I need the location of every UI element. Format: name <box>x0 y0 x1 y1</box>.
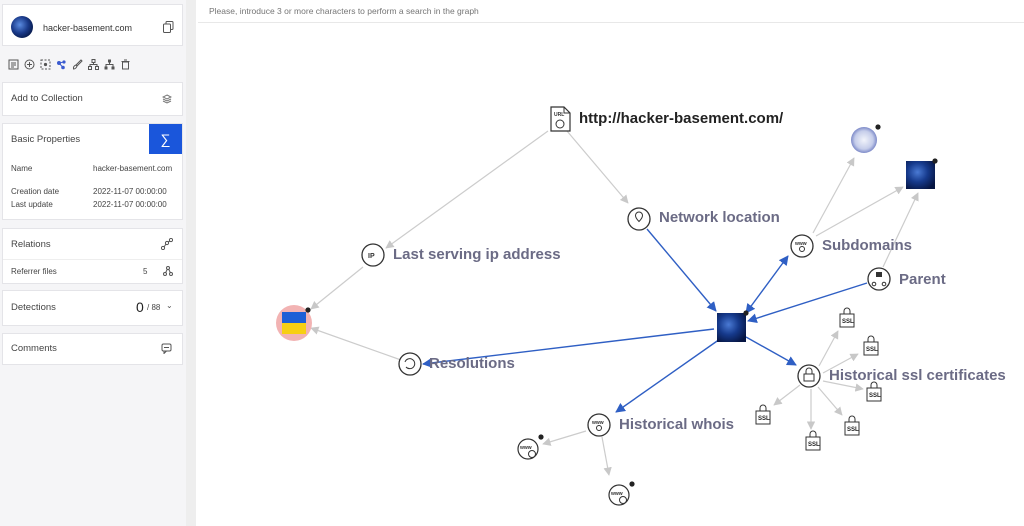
sidebar: hacker-basement.com Add to Collection Ba… <box>0 0 186 526</box>
prop-creation-key: Creation date <box>11 187 60 196</box>
svg-text:URL: URL <box>554 112 564 118</box>
ssl-badge: SSL <box>866 347 878 353</box>
ssl-cert-node[interactable]: SSL <box>863 335 879 356</box>
expand-relations-icon[interactable] <box>56 57 67 70</box>
referrer-files-label[interactable]: Referrer files <box>11 267 57 276</box>
delete-icon[interactable] <box>120 57 131 70</box>
ssl-cert-node[interactable]: SSL <box>805 430 821 451</box>
relations-title: Relations <box>11 239 51 250</box>
domain-name: hacker-basement.com <box>43 23 133 33</box>
ssl-cert-node[interactable]: SSL <box>839 307 855 328</box>
add-to-collection-button[interactable]: Add to Collection <box>2 82 183 116</box>
last-serving-ip-label: Last serving ip address <box>393 246 561 263</box>
historical-ssl-label: Historical ssl certificates <box>829 367 1006 384</box>
domain-header-card: hacker-basement.com <box>2 4 183 46</box>
ip-address-node[interactable] <box>276 305 312 341</box>
sigma-icon: ∑ <box>160 131 171 147</box>
prop-update-value: 2022-11-07 00:00:00 <box>93 200 167 209</box>
whois-record-node[interactable]: www <box>517 434 544 460</box>
brush-icon[interactable] <box>72 57 83 70</box>
action-toolbar <box>8 57 131 70</box>
historical-ssl-node[interactable]: Historical ssl certificates <box>797 364 1006 388</box>
summary-button[interactable]: ∑ <box>149 124 182 154</box>
parent-result-node[interactable] <box>906 158 938 189</box>
parent-label: Parent <box>899 271 946 288</box>
graph-edges <box>310 130 919 476</box>
relations-card: Relations Referrer files 5 <box>2 228 183 284</box>
chevron-down-icon[interactable]: ⌄ <box>166 301 173 310</box>
network-location-node[interactable]: Network location <box>627 207 780 231</box>
url-label: http://hacker-basement.com/ <box>579 110 784 127</box>
relations-graph-icon[interactable] <box>161 238 173 250</box>
ssl-badge: SSL <box>758 416 770 422</box>
graph-search-bar <box>198 0 1024 23</box>
prop-creation-value: 2022-11-07 00:00:00 <box>93 187 167 196</box>
ssl-badge: SSL <box>808 442 820 448</box>
url-node[interactable]: URL http://hacker-basement.com/ <box>550 106 784 132</box>
referrer-graph-icon[interactable] <box>163 266 173 276</box>
subdomains-label: Subdomains <box>822 237 912 254</box>
ssl-badge: SSL <box>869 393 881 399</box>
whois-record-node[interactable]: www <box>608 481 635 506</box>
comment-icon <box>161 343 172 354</box>
subdomain-result-node[interactable] <box>851 124 881 153</box>
tree-layout-icon[interactable] <box>104 57 115 70</box>
focus-icon[interactable] <box>40 57 51 70</box>
prop-name-value: hacker-basement.com <box>93 164 173 173</box>
svg-text:IP: IP <box>368 253 375 260</box>
domain-node[interactable] <box>717 310 749 342</box>
relationship-graph[interactable]: URL http://hacker-basement.com/ Network … <box>198 23 1024 526</box>
ssl-cert-node[interactable]: SSL <box>755 404 771 425</box>
graph-search-input[interactable] <box>207 5 811 17</box>
ssl-cert-node[interactable]: SSL <box>844 415 860 436</box>
prop-name-key: Name <box>11 164 33 173</box>
basic-properties-card: Basic Properties ∑ Name hacker-basement.… <box>2 123 183 220</box>
comments-title: Comments <box>11 343 57 354</box>
historical-whois-label: Historical whois <box>619 416 734 433</box>
last-serving-ip-node[interactable]: IP Last serving ip address <box>361 243 561 267</box>
parent-node[interactable]: Parent <box>867 267 946 291</box>
graph-active-edges <box>422 228 868 413</box>
comments-card[interactable]: Comments <box>2 333 183 365</box>
prop-update-key: Last update <box>11 200 53 209</box>
resolutions-label: Resolutions <box>429 355 515 372</box>
layers-icon <box>162 94 172 104</box>
report-icon[interactable] <box>8 57 19 70</box>
ssl-badge: SSL <box>847 427 859 433</box>
domain-avatar <box>11 16 33 38</box>
detections-count: 0 <box>136 299 144 315</box>
sidebar-scrollbar[interactable] <box>186 0 196 526</box>
ssl-badge: SSL <box>842 319 854 325</box>
svg-text:www: www <box>591 420 604 426</box>
hierarchy-icon[interactable] <box>88 57 99 70</box>
historical-whois-node[interactable]: www Historical whois <box>587 413 734 437</box>
network-location-label: Network location <box>659 209 780 226</box>
svg-text:www: www <box>794 241 807 247</box>
resolutions-node[interactable]: Resolutions <box>398 352 515 376</box>
referrer-files-count: 5 <box>143 267 148 276</box>
add-node-icon[interactable] <box>24 57 35 70</box>
subdomains-node[interactable]: www Subdomains <box>790 234 912 258</box>
detections-card[interactable]: Detections 0 / 88 ⌄ <box>2 290 183 326</box>
detections-title: Detections <box>11 302 56 313</box>
basic-properties-title: Basic Properties <box>11 134 81 145</box>
svg-text:www: www <box>610 491 623 497</box>
detections-total: / 88 <box>147 303 161 312</box>
add-to-collection-label: Add to Collection <box>11 93 83 104</box>
ssl-cert-node[interactable]: SSL <box>866 381 882 402</box>
copy-icon[interactable] <box>163 21 174 33</box>
svg-text:www: www <box>519 445 532 451</box>
